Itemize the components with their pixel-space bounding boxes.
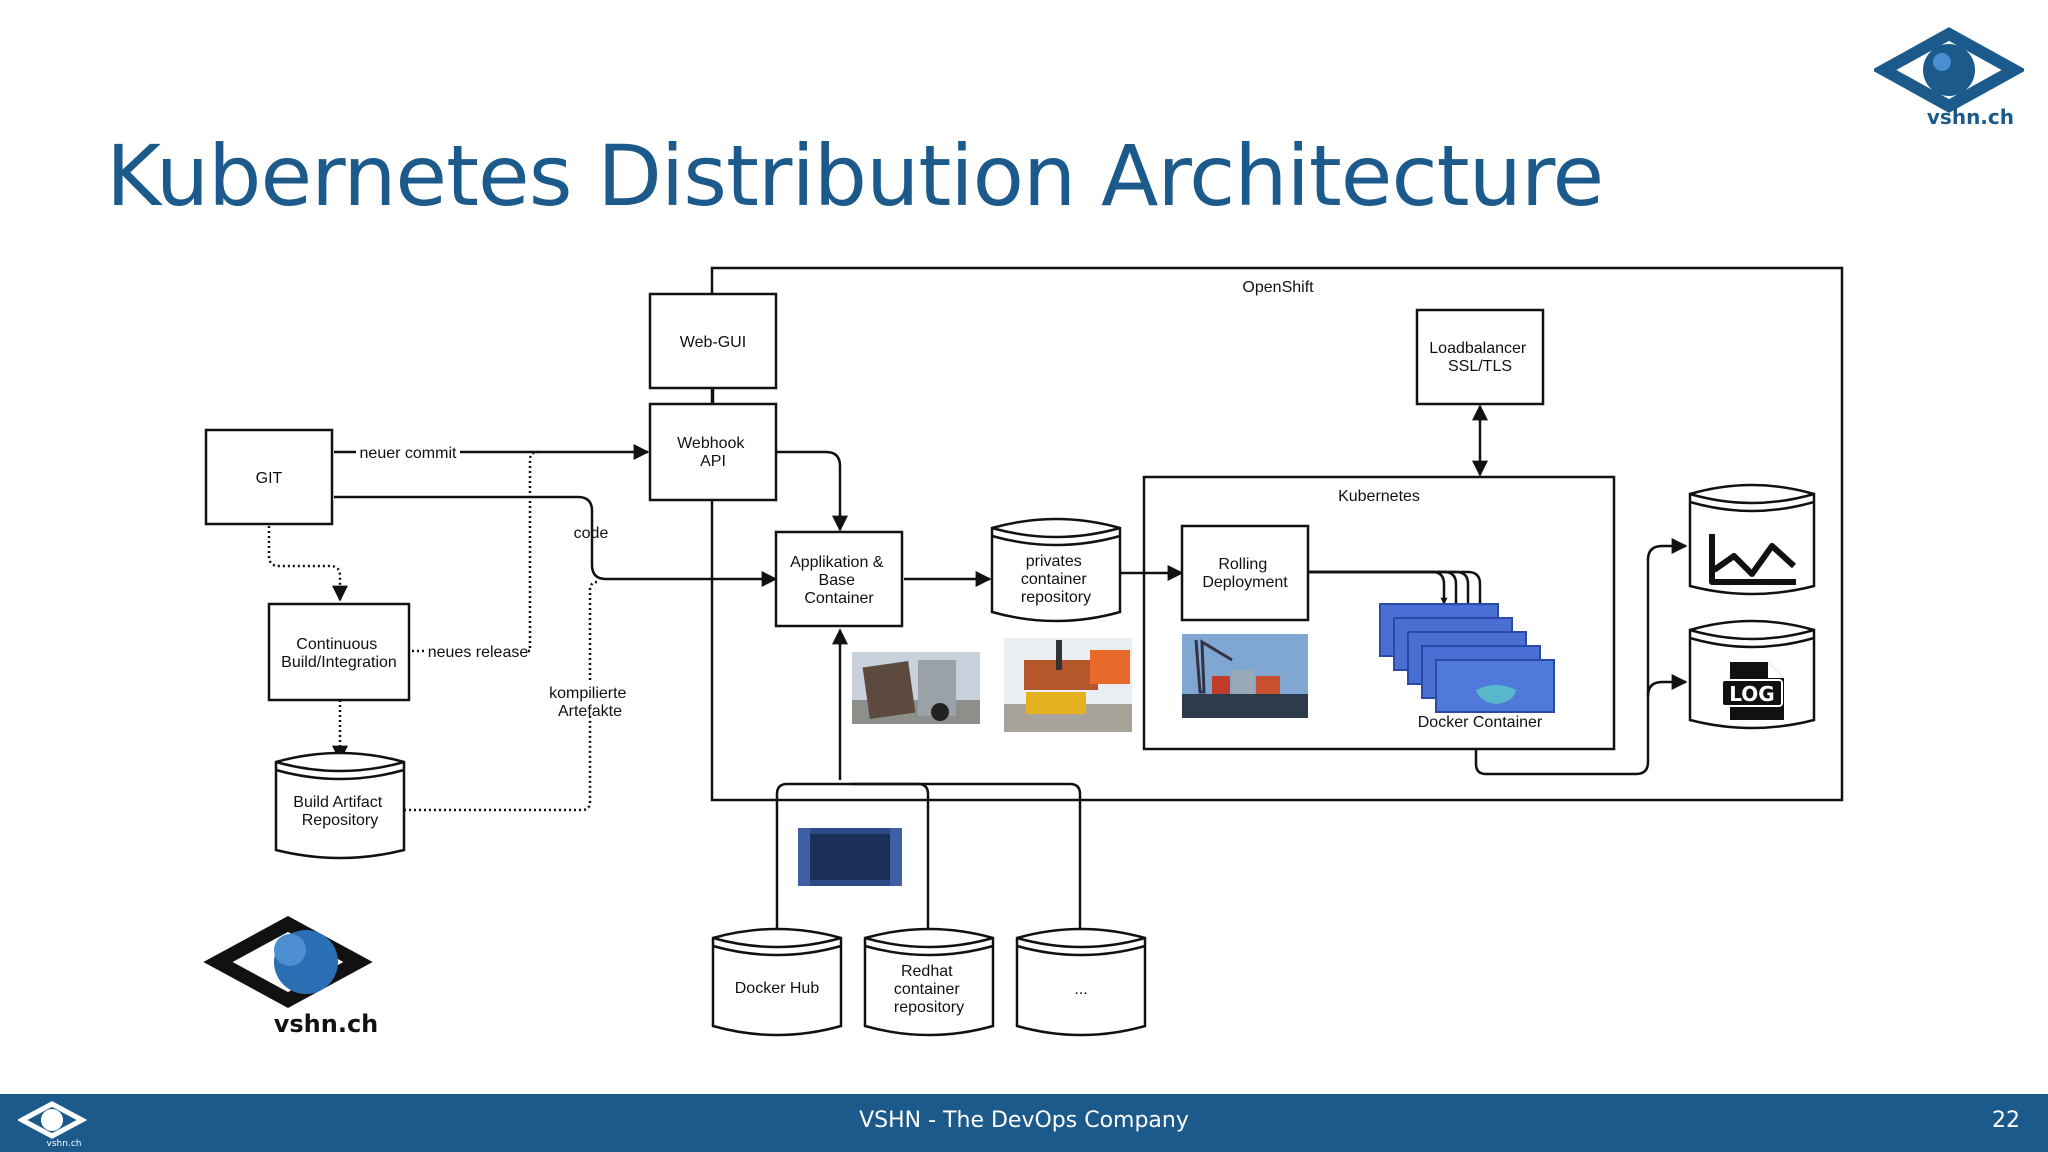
rolling-deployment-box xyxy=(1180,524,1310,622)
line-chart-icon xyxy=(1709,534,1797,585)
page-number: 22 xyxy=(1992,1108,2020,1133)
docker-hub-repo: Docker Hub xyxy=(711,927,843,1037)
edge-label-code: code xyxy=(574,525,609,542)
webhook-api-label: Webhook API xyxy=(677,435,749,470)
page-title: Kubernetes Distribution Architecture xyxy=(106,127,1604,225)
edge-label-neuer-commit: neuer commit xyxy=(360,445,457,462)
app-base-container-label: Applikation & Base Container xyxy=(790,554,888,607)
logo-text-footer: vshn.ch xyxy=(47,1139,82,1148)
edge-label-kompilierte: kompilierte Artefakte xyxy=(549,685,631,720)
container-photo-2 xyxy=(1004,638,1132,732)
docker-container-stack xyxy=(1379,603,1555,713)
shipping-container-photo xyxy=(798,828,902,886)
docker-hub-label: Docker Hub xyxy=(735,980,820,997)
docker-whale-icon xyxy=(1476,685,1516,704)
docker-container-label: Docker Container xyxy=(1418,714,1543,731)
eye-icon xyxy=(203,916,373,1008)
log-store: LOG xyxy=(1688,619,1816,730)
openshift-label: OpenShift xyxy=(1242,279,1314,296)
rolling-deployment-label: Rolling Deployment xyxy=(1202,556,1288,591)
other-repo-label: ... xyxy=(1074,981,1087,998)
logo-text-top: vshn.ch xyxy=(1927,105,2014,129)
kubernetes-label: Kubernetes xyxy=(1338,488,1420,505)
architecture-diagram: OpenShift Kubernetes xyxy=(203,266,1844,1038)
other-repo: ... xyxy=(1015,927,1147,1037)
vshn-logo-top: vshn.ch xyxy=(1874,27,2024,129)
slide-footer: vshn.ch VSHN - The DevOps Company 22 xyxy=(0,1094,2048,1152)
app-base-container-box xyxy=(774,530,904,628)
ci-label: Continuous Build/Integration xyxy=(281,636,397,671)
edge-label-neues-release: neues release xyxy=(428,644,529,661)
metrics-store xyxy=(1688,483,1816,596)
web-gui-label: Web-GUI xyxy=(680,334,746,351)
container-ship-photo xyxy=(1182,634,1308,718)
svg-text:Build Artifact Reposit: Build Artifact Repository xyxy=(293,794,386,829)
openshift-frame xyxy=(710,266,1844,802)
redhat-container-repo: Redhat container repository xyxy=(863,927,995,1037)
private-container-repo: privates container repository xyxy=(990,517,1122,623)
git-label: GIT xyxy=(256,470,283,487)
footer-text: VSHN - The DevOps Company xyxy=(859,1108,1189,1133)
vshn-logo-diagram: vshn.ch xyxy=(203,916,379,1038)
loadbalancer-label: Loadbalancer SSL/TLS xyxy=(1429,340,1530,375)
git-box xyxy=(204,428,334,526)
logo-text-diagram: vshn.ch xyxy=(274,1010,379,1038)
ci-box xyxy=(267,602,411,702)
svg-text:privates container: privates container repository xyxy=(1021,553,1091,606)
loadbalancer-box xyxy=(1415,308,1545,406)
eye-icon xyxy=(18,1101,88,1139)
web-gui-box xyxy=(648,292,778,390)
log-badge: LOG xyxy=(1729,682,1774,706)
build-artifact-repo: Build Artifact Repository xyxy=(274,751,406,860)
container-photo-1 xyxy=(852,652,980,724)
connectors xyxy=(267,388,1688,938)
eye-icon xyxy=(1874,27,2024,113)
vshn-logo-footer: vshn.ch xyxy=(18,1101,88,1148)
kubernetes-frame xyxy=(1142,475,1616,751)
svg-text:Redhat container: Redhat container repository xyxy=(894,963,964,1016)
webhook-api-box xyxy=(648,402,778,502)
